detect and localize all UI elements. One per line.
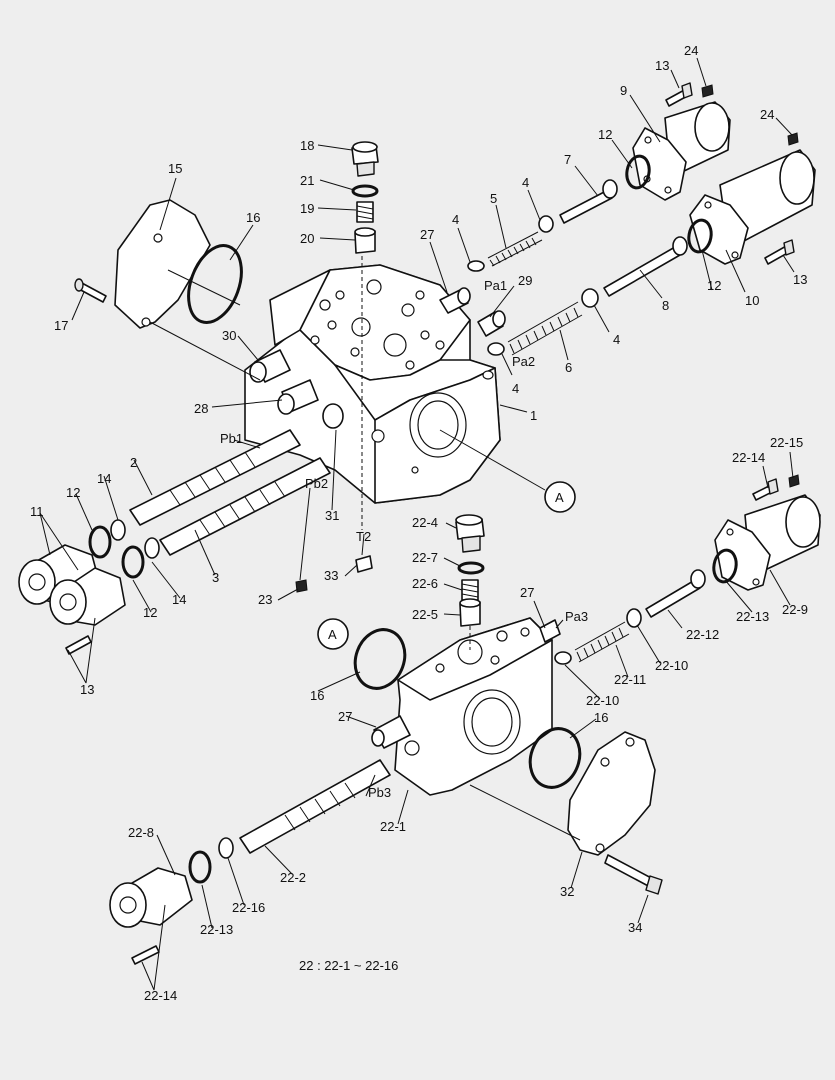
side-cover-15: [114, 199, 243, 329]
label-29: 29: [518, 273, 532, 288]
leader-lines: [39, 57, 795, 991]
label-30: 30: [222, 328, 236, 343]
label-9: 9: [620, 83, 627, 98]
spring-cap-22-9: [712, 474, 821, 591]
footnote: 22 : 22-1 ~ 22-16: [299, 958, 398, 973]
label-16: 16: [246, 210, 260, 225]
label-22-16: 22-16: [232, 900, 265, 915]
label-24: 24: [760, 107, 774, 122]
label-7: 7: [564, 152, 571, 167]
spools-upper: [110, 429, 331, 559]
caps-24: [701, 84, 799, 146]
label-22-11: 22-11: [614, 672, 646, 687]
label-18: 18: [300, 138, 314, 153]
label-1: 1: [530, 408, 537, 423]
end-caps-11: [18, 525, 145, 626]
label-19: 19: [300, 201, 314, 216]
label-22-13: 22-13: [736, 609, 769, 624]
label-22-5: 22-5: [412, 607, 438, 622]
label-22-12: 22-12: [686, 627, 719, 642]
valve-body-lower: [371, 617, 561, 796]
label-22-7: 22-7: [412, 550, 438, 565]
lower-plug-stack: [455, 514, 485, 627]
label-13: 13: [655, 58, 669, 73]
label-5: 5: [490, 191, 497, 206]
label-22-9: 22-9: [782, 602, 808, 617]
label-pa1: Pa1: [484, 278, 507, 293]
label-12: 12: [598, 127, 612, 142]
label-pa2: Pa2: [512, 354, 535, 369]
label-23: 23: [258, 592, 272, 607]
view-marker-a-lower: A: [328, 627, 337, 642]
label-12: 12: [66, 485, 80, 500]
label-32: 32: [560, 884, 574, 899]
label-16: 16: [594, 710, 608, 725]
label-22-15: 22-15: [770, 435, 803, 450]
label-27: 27: [520, 585, 534, 600]
label-4: 4: [522, 175, 529, 190]
side-cover-32: [353, 628, 663, 895]
label-4: 4: [452, 212, 459, 227]
label-31: 31: [325, 508, 339, 523]
label-22-4: 22-4: [412, 515, 438, 530]
port-fittings-upper: [249, 287, 506, 429]
label-17: 17: [54, 318, 68, 333]
label-14: 14: [97, 471, 111, 486]
label-22-10: 22-10: [655, 658, 688, 673]
label-11: 11: [30, 504, 44, 519]
label-16: 16: [310, 688, 324, 703]
spool-lower: [109, 759, 391, 965]
label-22-10: 22-10: [586, 693, 619, 708]
label-pb2: Pb2: [305, 476, 328, 491]
label-20: 20: [300, 231, 314, 246]
label-22-8: 22-8: [128, 825, 154, 840]
label-27: 27: [420, 227, 434, 242]
view-marker-a-upper: A: [555, 490, 564, 505]
label-21: 21: [300, 173, 314, 188]
view-markers: [317, 481, 576, 650]
label-33: 33: [324, 568, 338, 583]
label-22-14: 22-14: [144, 988, 177, 1003]
label-22-13: 22-13: [200, 922, 233, 937]
label-22-14: 22-14: [732, 450, 765, 465]
part-labels: 24 13 9 24 12 7 18 21 19 20 15 16 4 5 4 …: [30, 43, 808, 1003]
valve-body-main: [244, 264, 501, 504]
label-28: 28: [194, 401, 208, 416]
label-6: 6: [565, 360, 572, 375]
bolts-13-upper: [665, 82, 795, 265]
label-pa3: Pa3: [565, 609, 588, 624]
label-22-6: 22-6: [412, 576, 438, 591]
label-4: 4: [512, 381, 519, 396]
spring-cap-10: [687, 149, 816, 265]
label-12: 12: [707, 278, 721, 293]
spring-assembly-lower: [554, 569, 706, 665]
label-3: 3: [212, 570, 219, 585]
top-plug-stack: [351, 141, 379, 254]
label-13: 13: [80, 682, 94, 697]
label-15: 15: [168, 161, 182, 176]
label-22-2: 22-2: [280, 870, 306, 885]
spring-cap-9: [625, 101, 731, 201]
label-34: 34: [628, 920, 642, 935]
small-parts-upper: [65, 555, 373, 655]
label-pb3: Pb3: [368, 785, 391, 800]
label-t2: T2: [356, 529, 371, 544]
label-14: 14: [172, 592, 186, 607]
spring-assembly-upper: [467, 179, 688, 356]
label-pb1: Pb1: [220, 431, 243, 446]
label-24: 24: [684, 43, 698, 58]
label-10: 10: [745, 293, 759, 308]
label-2: 2: [130, 455, 137, 470]
label-27: 27: [338, 709, 352, 724]
label-13: 13: [793, 272, 807, 287]
bolt-17: [74, 278, 107, 303]
label-12: 12: [143, 605, 157, 620]
label-8: 8: [662, 298, 669, 313]
label-4: 4: [613, 332, 620, 347]
label-22-1: 22-1: [380, 819, 406, 834]
